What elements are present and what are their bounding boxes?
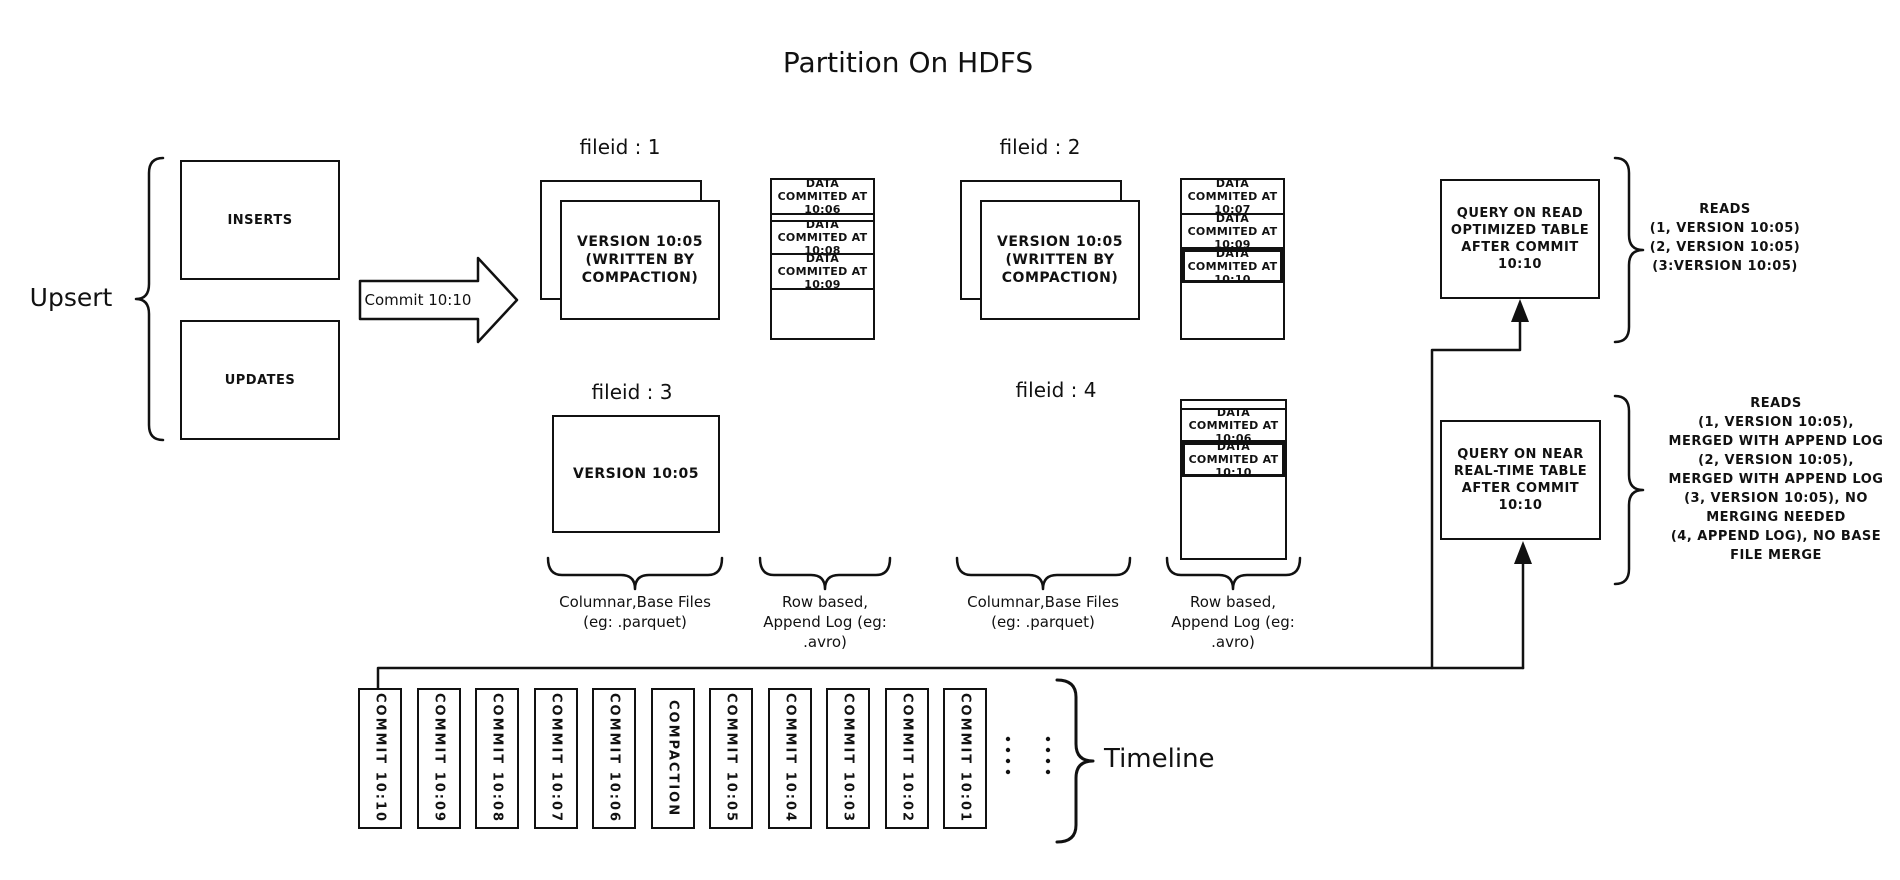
timeline-item-commit-1009: COMMIT 10:09 (417, 688, 461, 829)
fileid-4-label: fileid : 4 (1015, 378, 1097, 402)
timeline-ellipsis-dots (1005, 736, 1051, 775)
fileid-1-label: fileid : 1 (579, 135, 661, 159)
near-real-time-arrowhead (1514, 541, 1532, 564)
query-near-real-time-label: QUERY ON NEAR REAL-TIME TABLE AFTER COMM… (1453, 447, 1588, 513)
commit-arrow-label: Commit 10:10 (364, 291, 472, 309)
updates-label: UPDATES (224, 372, 296, 388)
inserts-label: INSERTS (227, 212, 293, 228)
log-entry: DATA COMMITED AT 10:06 (1182, 406, 1285, 445)
read-optimized-arrowhead (1511, 299, 1529, 322)
columnar-legend-2: Columnar,Base Files (eg: .parquet) (967, 593, 1119, 631)
updates-box: UPDATES (180, 320, 340, 440)
fileid-2-log-box: DATA COMMITED AT 10:07 DATA COMMITED AT … (1180, 177, 1285, 340)
timeline-item-commit-1006: COMMIT 10:06 (592, 688, 636, 829)
timeline-item-commit-1003: COMMIT 10:03 (826, 688, 870, 829)
log-spacer (772, 215, 873, 222)
reads-brace-bottom (1613, 394, 1645, 586)
page-title: Partition On HDFS (782, 46, 1034, 79)
timeline-label: Timeline (1104, 744, 1215, 774)
reads-near-real-time-text: READS (1, VERSION 10:05), MERGED WITH AP… (1668, 396, 1884, 563)
columnar-brace-2 (955, 556, 1132, 591)
rowbased-brace-1 (758, 556, 892, 591)
log-entry: DATA COMMITED AT 10:08 (772, 218, 873, 257)
timeline-brace (1055, 678, 1095, 844)
inserts-box: INSERTS (180, 160, 340, 280)
timeline-item-commit-1007: COMMIT 10:07 (534, 688, 578, 829)
commit-arrow-shape (358, 256, 519, 344)
timeline-item-commit-1001: COMMIT 10:01 (943, 688, 987, 829)
log-entry-latest: DATA COMMITED AT 10:10 (1182, 440, 1285, 479)
fileid-1-base-label: VERSION 10:05 (WRITTEN BY COMPACTION) (576, 234, 704, 286)
timeline-item-commit-1002: COMMIT 10:02 (885, 688, 929, 829)
log-entry: DATA COMMITED AT 10:09 (772, 252, 873, 291)
log-entry: DATA COMMITED AT 10:07 (1182, 177, 1283, 216)
query-near-real-time-box: QUERY ON NEAR REAL-TIME TABLE AFTER COMM… (1440, 420, 1601, 540)
log-entry-latest: DATA COMMITED AT 10:10 (1182, 247, 1283, 286)
reads-brace-top (1613, 156, 1645, 344)
timeline-item-commit-1005: COMMIT 10:05 (709, 688, 753, 829)
rowbased-brace-2 (1165, 556, 1302, 591)
read-optimized-arrow-line (1430, 302, 1522, 670)
fileid-1-base-front-card: VERSION 10:05 (WRITTEN BY COMPACTION) (560, 200, 720, 320)
log-entry: DATA COMMITED AT 10:06 (772, 177, 873, 216)
columnar-legend-1: Columnar,Base Files (eg: .parquet) (559, 593, 711, 631)
fileid-3-base-label: VERSION 10:05 (572, 466, 700, 482)
fileid-2-label: fileid : 2 (999, 135, 1081, 159)
log-spacer (1182, 401, 1285, 410)
fileid-1-log-box: DATA COMMITED AT 10:06 DATA COMMITED AT … (770, 177, 875, 340)
rowbased-legend-1: Row based, Append Log (eg: .avro) (763, 593, 887, 651)
timeline-item-commit-1010: COMMIT 10:10 (358, 688, 402, 829)
fileid-2-base-label: VERSION 10:05 (WRITTEN BY COMPACTION) (996, 234, 1124, 286)
upsert-brace (134, 156, 165, 442)
fileid-4-log-box: DATA COMMITED AT 10:06 DATA COMMITED AT … (1180, 399, 1287, 560)
fileid-3-base-card: VERSION 10:05 (552, 415, 720, 533)
timeline-item-commit-1008: COMMIT 10:08 (475, 688, 519, 829)
fileid-2-base-front-card: VERSION 10:05 (WRITTEN BY COMPACTION) (980, 200, 1140, 320)
fileid-3-label: fileid : 3 (591, 380, 673, 404)
timeline-connector-line (376, 666, 1525, 690)
timeline-item-compaction: COMPACTION (651, 688, 695, 829)
upsert-label: Upsert (29, 283, 113, 312)
reads-read-optimized-text: READS (1, VERSION 10:05) (2, VERSION 10:… (1649, 202, 1801, 274)
log-entry: DATA COMMITED AT 10:09 (1182, 212, 1283, 251)
timeline-item-commit-1004: COMMIT 10:04 (768, 688, 812, 829)
query-read-optimized-box: QUERY ON READ OPTIMIZED TABLE AFTER COMM… (1440, 179, 1600, 299)
columnar-brace-1 (546, 556, 724, 591)
rowbased-legend-2: Row based, Append Log (eg: .avro) (1171, 593, 1295, 651)
query-read-optimized-label: QUERY ON READ OPTIMIZED TABLE AFTER COMM… (1450, 206, 1590, 272)
